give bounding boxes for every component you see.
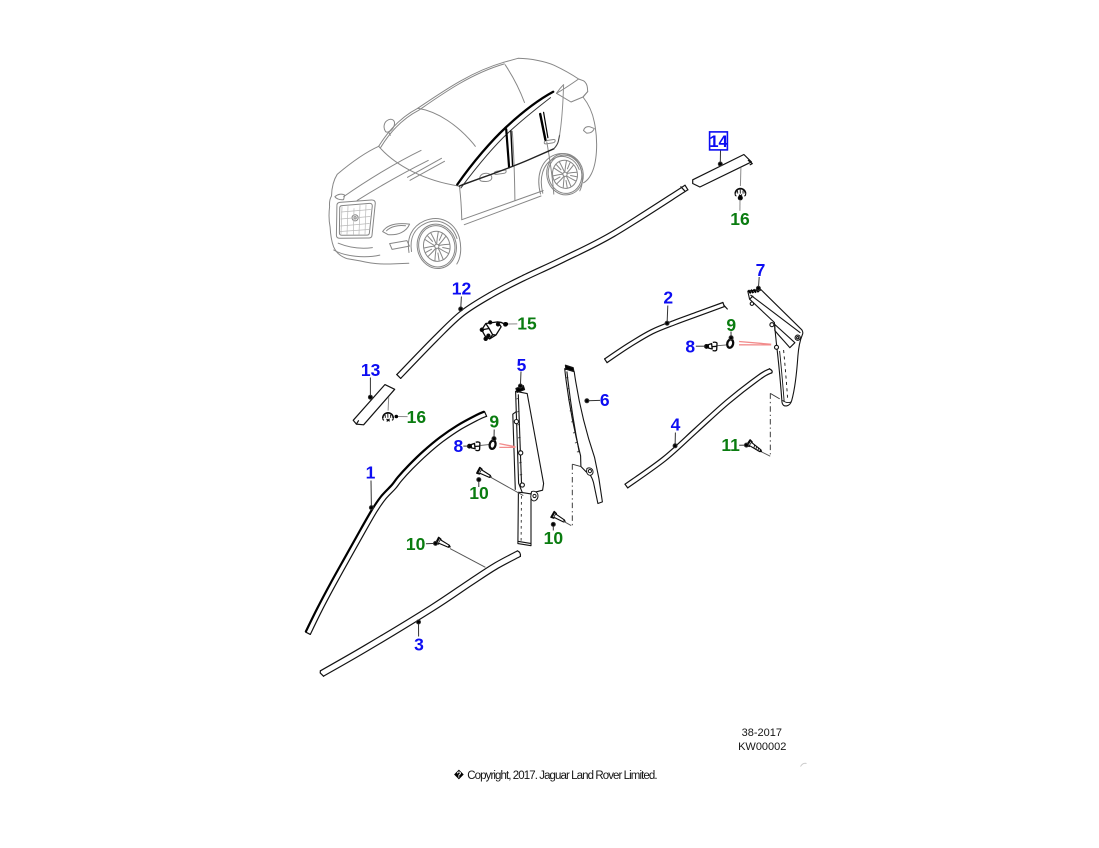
svg-text:38-2017: 38-2017 — [742, 727, 782, 739]
svg-text:11: 11 — [721, 435, 740, 455]
svg-text:8: 8 — [454, 436, 464, 456]
svg-text:4: 4 — [671, 414, 681, 434]
svg-text:10: 10 — [544, 528, 564, 548]
svg-text:5: 5 — [517, 355, 527, 375]
svg-text:10: 10 — [469, 483, 489, 503]
svg-text:12: 12 — [452, 278, 472, 298]
svg-text:KW00002: KW00002 — [738, 741, 786, 753]
svg-text:10: 10 — [406, 534, 426, 554]
svg-text:Copyright, 2017. Jaguar Land R: Copyright, 2017. Jaguar Land Rover Limit… — [467, 770, 657, 782]
svg-text:9: 9 — [489, 411, 499, 431]
svg-text:16: 16 — [730, 209, 750, 229]
svg-text:9: 9 — [726, 315, 736, 335]
svg-text:8: 8 — [685, 336, 695, 356]
svg-text:2: 2 — [663, 287, 673, 307]
svg-text:14: 14 — [709, 133, 728, 151]
svg-text:1: 1 — [366, 462, 376, 482]
svg-text:6: 6 — [600, 390, 610, 410]
svg-text:16: 16 — [407, 407, 427, 427]
svg-text:?: ? — [456, 771, 461, 780]
svg-text:3: 3 — [414, 634, 424, 654]
svg-text:7: 7 — [756, 260, 766, 280]
svg-text:13: 13 — [361, 360, 381, 380]
svg-text:15: 15 — [517, 313, 537, 333]
